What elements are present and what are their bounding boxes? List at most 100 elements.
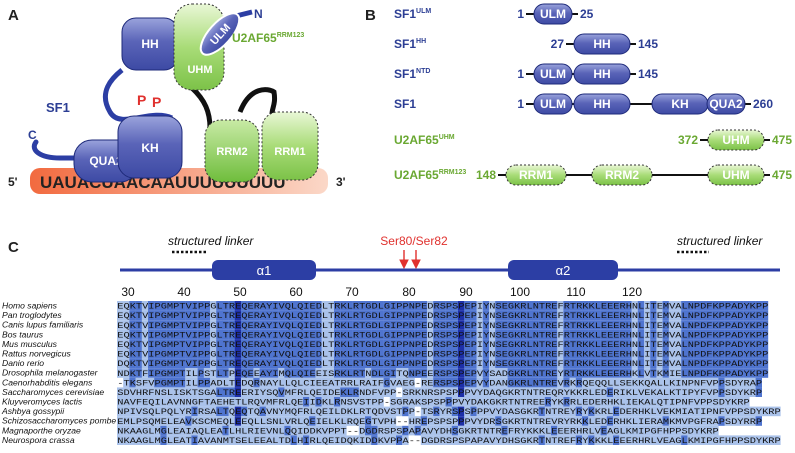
- residue-cell: [482, 349, 490, 359]
- residue-cell: [743, 301, 750, 311]
- residue-cell: [172, 435, 180, 445]
- residue-cell: [730, 301, 738, 311]
- residue-cell: [402, 377, 409, 388]
- residue-cell: [650, 406, 657, 417]
- residue-cell: [222, 397, 229, 407]
- residue-cell: [377, 301, 384, 311]
- residue-cell: [191, 387, 198, 397]
- residue-cell: [210, 301, 217, 311]
- panel-a: A 5' 3' UAUACUAACAAUUUUUUUUU C N SF1 QUA…: [8, 3, 346, 194]
- residue-cell: [247, 339, 254, 349]
- residue-cell: [662, 416, 669, 426]
- residue-cell: [185, 435, 192, 445]
- residue-cell: [551, 339, 558, 349]
- residue-cell: [445, 310, 452, 321]
- construct-name: U2AF65UHM: [394, 133, 455, 147]
- residue-cell: [383, 349, 390, 359]
- residue-cell: [600, 339, 607, 349]
- residue-cell: [265, 425, 273, 436]
- residue-cell: [563, 301, 570, 311]
- residue-cell: [197, 377, 204, 388]
- residue-cell: [569, 358, 576, 369]
- residue-cell: [154, 349, 161, 359]
- residue-cell: [241, 310, 248, 321]
- residue-cell: [650, 320, 657, 330]
- residue-cell: [185, 416, 192, 426]
- residue-cell: [259, 339, 266, 349]
- residue-cell: [228, 329, 235, 340]
- residue-cell: [631, 358, 638, 369]
- residue-cell: [520, 358, 527, 369]
- residue-cell: [637, 425, 645, 436]
- residue-cell: [532, 425, 539, 436]
- residue-cell: [532, 339, 539, 349]
- residue-cell: [594, 310, 601, 321]
- residue-cell: [489, 301, 496, 311]
- residue-cell: [706, 358, 713, 369]
- residue-cell: [687, 435, 694, 445]
- residue-cell: [377, 329, 384, 340]
- residue-cell: [303, 387, 310, 397]
- residue-cell: [538, 310, 545, 321]
- residue-cell: [414, 416, 421, 426]
- residue-cell: [234, 329, 242, 340]
- residue-cell: [668, 406, 676, 417]
- residue-cell: [489, 368, 496, 378]
- residue-cell: [439, 435, 446, 445]
- residue-cell: [495, 397, 502, 407]
- residue-cell: [358, 320, 366, 330]
- residue-cell: [699, 425, 707, 436]
- residue-cell: [352, 406, 359, 417]
- residue-cell: [179, 339, 186, 349]
- residue-cell: [203, 387, 211, 397]
- residue-cell: [656, 349, 663, 359]
- residue-cell: [538, 406, 545, 417]
- residue-cell: [141, 425, 149, 436]
- domain-label: HH: [593, 37, 610, 51]
- residue-cell: [346, 416, 353, 426]
- residue-cell: [650, 368, 657, 378]
- residue-cell: [278, 416, 285, 426]
- residue-cell: [340, 339, 347, 349]
- residue-cell: [340, 397, 347, 407]
- residue-cell: [402, 425, 409, 436]
- residue-cell: [451, 339, 459, 349]
- residue-cell: [681, 416, 688, 426]
- residue-cell: [296, 358, 304, 369]
- residue-cell: [439, 397, 446, 407]
- residue-cell: [724, 435, 731, 445]
- residue-cell: [743, 397, 750, 407]
- residue-cell: [365, 425, 372, 436]
- residue-cell: [222, 358, 229, 369]
- residue-cell: [470, 406, 477, 417]
- residue-cell: [464, 387, 471, 397]
- residue-cell: [197, 310, 204, 321]
- residue-cell: [371, 339, 378, 349]
- sf1-label: SF1: [46, 100, 70, 115]
- residue-cell: [482, 435, 490, 445]
- residue-cell: [296, 339, 304, 349]
- residue-cell: [569, 435, 576, 445]
- residue-cell: [681, 387, 688, 397]
- residue-cell: [755, 416, 762, 426]
- residue-cell: [513, 349, 521, 359]
- residue-cell: [625, 358, 632, 369]
- residue-cell: [420, 387, 428, 397]
- residue-cell: [172, 320, 180, 330]
- residue-cell: [476, 387, 483, 397]
- residue-cell: [259, 358, 266, 369]
- residue-cell: [625, 435, 632, 445]
- residue-cell: [706, 339, 713, 349]
- residue-cell: [637, 329, 645, 340]
- residue-cell: [594, 301, 601, 311]
- residue-cell: [575, 301, 583, 311]
- residue-cell: [755, 387, 762, 397]
- residue-cell: [135, 377, 142, 388]
- residue-cell: [172, 368, 180, 378]
- residue-cell: [228, 349, 235, 359]
- residue-cell: [377, 320, 384, 330]
- residue-cell: [637, 387, 645, 397]
- residue-cell: [216, 387, 223, 397]
- residue-cell: [662, 310, 669, 321]
- residue-cell: [619, 339, 626, 349]
